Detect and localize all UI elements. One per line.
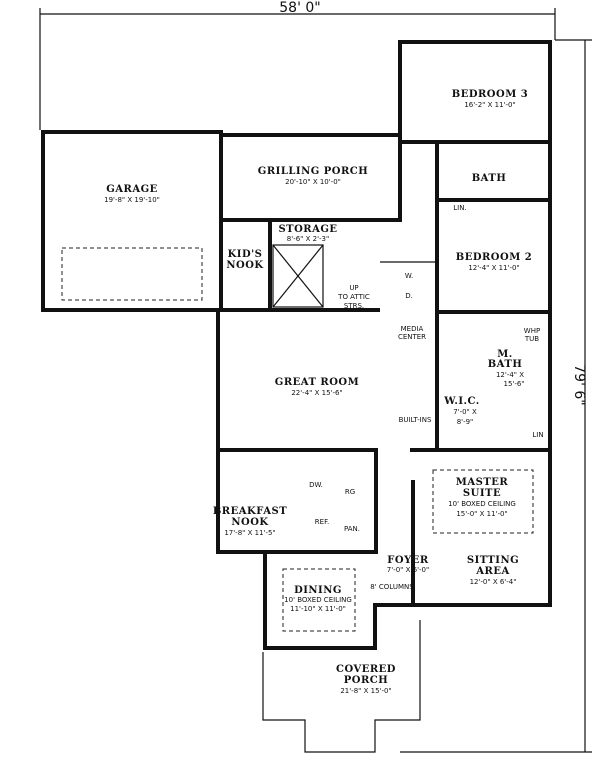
sitting-area-size: 12'-0" X 6'-4" bbox=[470, 578, 517, 586]
range-label: RG bbox=[345, 488, 355, 496]
grilling-porch-size: 20'-10" X 10'-0" bbox=[285, 178, 341, 186]
bedroom2-label: BEDROOM 2 bbox=[456, 252, 533, 263]
pantry-label: PAN. bbox=[344, 525, 360, 533]
covered-porch-label-1: COVERED bbox=[336, 664, 396, 675]
master-suite-label-1: MASTER bbox=[456, 477, 509, 488]
dining-ceiling: 10' BOXED CEILING bbox=[284, 596, 352, 604]
master-suite-ceiling: 10' BOXED CEILING bbox=[448, 500, 516, 508]
attic-stairs-note-1: UP bbox=[349, 284, 358, 292]
great-room-size: 22'-4" X 15'-6" bbox=[291, 389, 342, 397]
covered-porch-size: 21'-8" X 15'-0" bbox=[340, 687, 391, 695]
master-suite-label-2: SUITE bbox=[463, 488, 501, 499]
ceiling-outlines bbox=[61, 247, 534, 753]
kids-nook-label-2: NOOK bbox=[226, 260, 263, 271]
media-center-label-1: MEDIA bbox=[401, 325, 424, 333]
foyer-label: FOYER bbox=[387, 555, 429, 566]
bedroom3-label: BEDROOM 3 bbox=[452, 89, 529, 100]
master-bath-label-2: BATH bbox=[488, 359, 523, 370]
breakfast-nook-label-1: BREAKFAST bbox=[213, 506, 287, 517]
attic-stairs-note-2: TO ATTIC bbox=[337, 293, 370, 301]
storage-size: 8'-6" X 2'-3" bbox=[287, 235, 329, 243]
wic-label: W.I.C. bbox=[443, 396, 480, 407]
overall-depth-label: 79' 6" bbox=[571, 364, 587, 405]
bath-label: BATH bbox=[472, 173, 507, 184]
columns-label: 8' COLUMNS bbox=[370, 583, 414, 591]
dryer-label: D. bbox=[405, 292, 413, 300]
media-center-label-2: CENTER bbox=[398, 333, 426, 341]
overall-width-label: 58' 0" bbox=[279, 0, 320, 16]
refrigerator-label: REF. bbox=[315, 518, 329, 526]
washer-label: W. bbox=[405, 272, 413, 280]
kids-nook-label-1: KID'S bbox=[228, 249, 263, 260]
sitting-area-label-2: AREA bbox=[475, 566, 509, 577]
wic-size-2: 8'-9" bbox=[457, 418, 474, 426]
master-suite-size: 15'-0" X 11'-0" bbox=[456, 510, 507, 518]
breakfast-nook-size: 17'-8" X 11'-5" bbox=[224, 529, 275, 537]
garage-size: 19'-8" X 19'-10" bbox=[104, 196, 160, 204]
bedroom3-size: 16'-2" X 11'-0" bbox=[464, 101, 515, 109]
whirlpool-tub-label-1: WHP bbox=[524, 327, 540, 335]
garage-label: GARAGE bbox=[106, 184, 158, 195]
breakfast-nook-label-2: NOOK bbox=[231, 517, 268, 528]
wic-size-1: 7'-0" X bbox=[453, 408, 477, 416]
master-bath-label-1: M. bbox=[497, 349, 513, 360]
master-bath-size-1: 12'-4" X bbox=[496, 371, 524, 379]
built-ins-label: BUILT-INS bbox=[399, 416, 432, 424]
storage-label: STORAGE bbox=[278, 224, 337, 235]
whirlpool-tub-label-2: TUB bbox=[524, 335, 539, 343]
walls bbox=[41, 40, 552, 650]
master-linen-label: LIN bbox=[532, 431, 543, 439]
grilling-porch-label: GRILLING PORCH bbox=[258, 166, 368, 177]
lin-label: LIN. bbox=[453, 204, 466, 212]
dining-label: DINING bbox=[294, 585, 342, 596]
attic-stairs bbox=[272, 244, 324, 308]
sitting-area-label-1: SITTING bbox=[467, 555, 519, 566]
foyer-size: 7'-0" X 6'-0" bbox=[387, 566, 429, 574]
dimension-lines bbox=[39, 8, 592, 753]
bedroom2-size: 12'-4" X 11'-0" bbox=[468, 264, 519, 272]
dishwasher-label: DW. bbox=[309, 481, 323, 489]
dining-size: 11'-10" X 11'-0" bbox=[290, 605, 346, 613]
master-bath-size-2: 15'-6" bbox=[503, 380, 524, 388]
great-room-label: GREAT ROOM bbox=[275, 377, 359, 388]
covered-porch-label-2: PORCH bbox=[344, 675, 388, 686]
attic-stairs-note-3: STRS. bbox=[344, 302, 364, 310]
